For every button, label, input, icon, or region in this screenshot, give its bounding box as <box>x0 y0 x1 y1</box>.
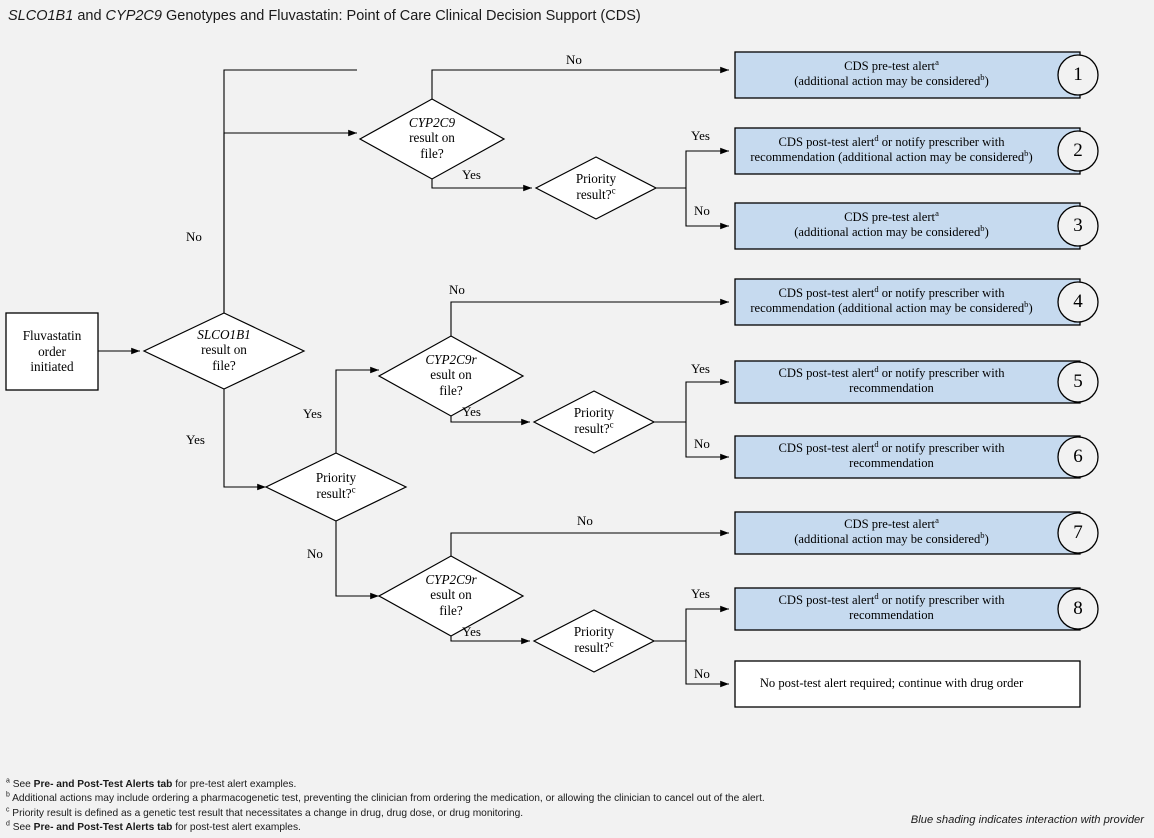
label-yes-cyp2c9-top: Yes <box>462 167 481 182</box>
edge-prioritytop-no-to-box3 <box>685 188 729 230</box>
outcome-box-6 <box>734 435 1081 479</box>
outcome-number-circle-3 <box>1057 205 1099 247</box>
edge-prioritybottom-yes-to-box8 <box>685 605 729 641</box>
outcome-number-3: 3 <box>1073 215 1083 236</box>
outcome-box-1 <box>734 51 1081 99</box>
outcome-number-circle-4 <box>1057 281 1099 323</box>
edge-cyp2c9top-no-to-box1 <box>431 66 729 99</box>
outcome-number-circle-1 <box>1057 54 1099 96</box>
edge-prioritymid-no-to-cyp2c9bottom <box>335 521 379 600</box>
edge-cyp2c9top-yes-to-priority <box>431 179 532 192</box>
label-yes-priority-bottom: Yes <box>691 586 710 601</box>
edge-prioritymid-yes-riser <box>336 336 379 453</box>
outcome-box-8 <box>734 587 1081 631</box>
footnote-c: c Priority result is defined as a geneti… <box>6 806 524 819</box>
footnote-a: a See Pre- and Post-Test Alerts tab for … <box>6 777 297 790</box>
outcome-box-2 <box>734 127 1081 175</box>
shape-layer <box>5 51 1099 708</box>
decision-cyp2c9-result-on-file-bottom <box>377 555 525 637</box>
outcome-number-circle-2 <box>1057 130 1099 172</box>
outcome-box-3 <box>734 202 1081 250</box>
label-yes-cyp2c9-mid: Yes <box>462 404 481 419</box>
label-yes-priority-mid-left: Yes <box>303 406 322 421</box>
edge-slco1b1-yes-to-priority-mid <box>223 389 266 491</box>
decision-priority-result-bottom <box>532 609 656 673</box>
edge-cyp2c9mid-no-to-box4 <box>450 298 729 336</box>
outcome-number-circle-7 <box>1057 512 1099 554</box>
edge-layer <box>98 66 729 688</box>
outcome-number-circle-6 <box>1057 436 1099 478</box>
edge-prioritymid-yes-to-cyp2c9mid <box>335 366 379 453</box>
decision-priority-result-mid-left <box>264 452 408 522</box>
edge-prioritybottom-no-to-nobox <box>685 641 729 688</box>
outcome-number-6: 6 <box>1073 446 1083 467</box>
legend-note: Blue shading indicates interaction with … <box>910 814 1144 826</box>
outcome-number-4: 4 <box>1073 291 1083 312</box>
label-no-cyp2c9-bottom: No <box>577 513 593 528</box>
page-title: SLCO1B1 and CYP2C9 Genotypes and Fluvast… <box>8 8 641 24</box>
outcome-number-circle-5 <box>1057 361 1099 403</box>
decision-cyp2c9-result-on-file-mid <box>377 335 525 417</box>
outcome-box-no-alert <box>734 660 1081 708</box>
outcome-number-5: 5 <box>1073 371 1083 392</box>
outcome-number-1: 1 <box>1073 64 1083 85</box>
decision-priority-result-top <box>534 156 658 220</box>
outcome-box-4 <box>734 278 1081 326</box>
edge-prioritymidright-no-to-box6 <box>685 422 729 461</box>
decision-priority-result-mid-right <box>532 390 656 454</box>
footnotes: a See Pre- and Post-Test Alerts tab for … <box>6 778 765 836</box>
edge-slco1b1-to-cyp2c9-top <box>223 129 357 313</box>
edge-cyp2c9mid-yes-to-priority <box>450 416 530 426</box>
label-no-priority-bottom: No <box>694 666 710 681</box>
edge-slco1b1-no-up <box>223 69 357 313</box>
decision-cyp2c9-result-on-file-top <box>358 98 506 180</box>
edge-slco1b1-no-diag <box>224 70 357 139</box>
label-yes-slco1b1: Yes <box>186 432 205 447</box>
outcome-number-7: 7 <box>1073 522 1083 543</box>
start-node-box <box>5 312 99 391</box>
label-yes-priority-mid-right: Yes <box>691 361 710 376</box>
decision-slco1b1-result-on-file <box>142 312 306 390</box>
label-no-cyp2c9-top: No <box>566 52 582 67</box>
label-no-priority-top: No <box>694 203 710 218</box>
edge-cyp2c9bottom-yes-to-priority <box>450 636 530 645</box>
edge-cyp2c9bottom-no-to-box7 <box>450 529 729 556</box>
outcome-box-7 <box>734 511 1081 555</box>
label-no-cyp2c9-mid: No <box>449 282 465 297</box>
edge-prioritymidright-yes-to-box5 <box>685 378 729 422</box>
edge-prioritytop-yes-to-box2 <box>685 147 729 188</box>
outcome-box-5 <box>734 360 1081 404</box>
label-yes-cyp2c9-bottom: Yes <box>462 624 481 639</box>
outcome-number-8: 8 <box>1073 598 1083 619</box>
label-no-slco1b1: No <box>186 229 202 244</box>
footnote-b: b Additional actions may include orderin… <box>6 792 765 805</box>
outcome-number-circle-8 <box>1057 588 1099 630</box>
footnote-d: d See Pre- and Post-Test Alerts tab for … <box>6 821 301 834</box>
outcome-number-2: 2 <box>1073 140 1083 161</box>
label-no-priority-mid-left: No <box>307 546 323 561</box>
label-no-priority-mid-right: No <box>694 436 710 451</box>
label-yes-priority-top: Yes <box>691 128 710 143</box>
